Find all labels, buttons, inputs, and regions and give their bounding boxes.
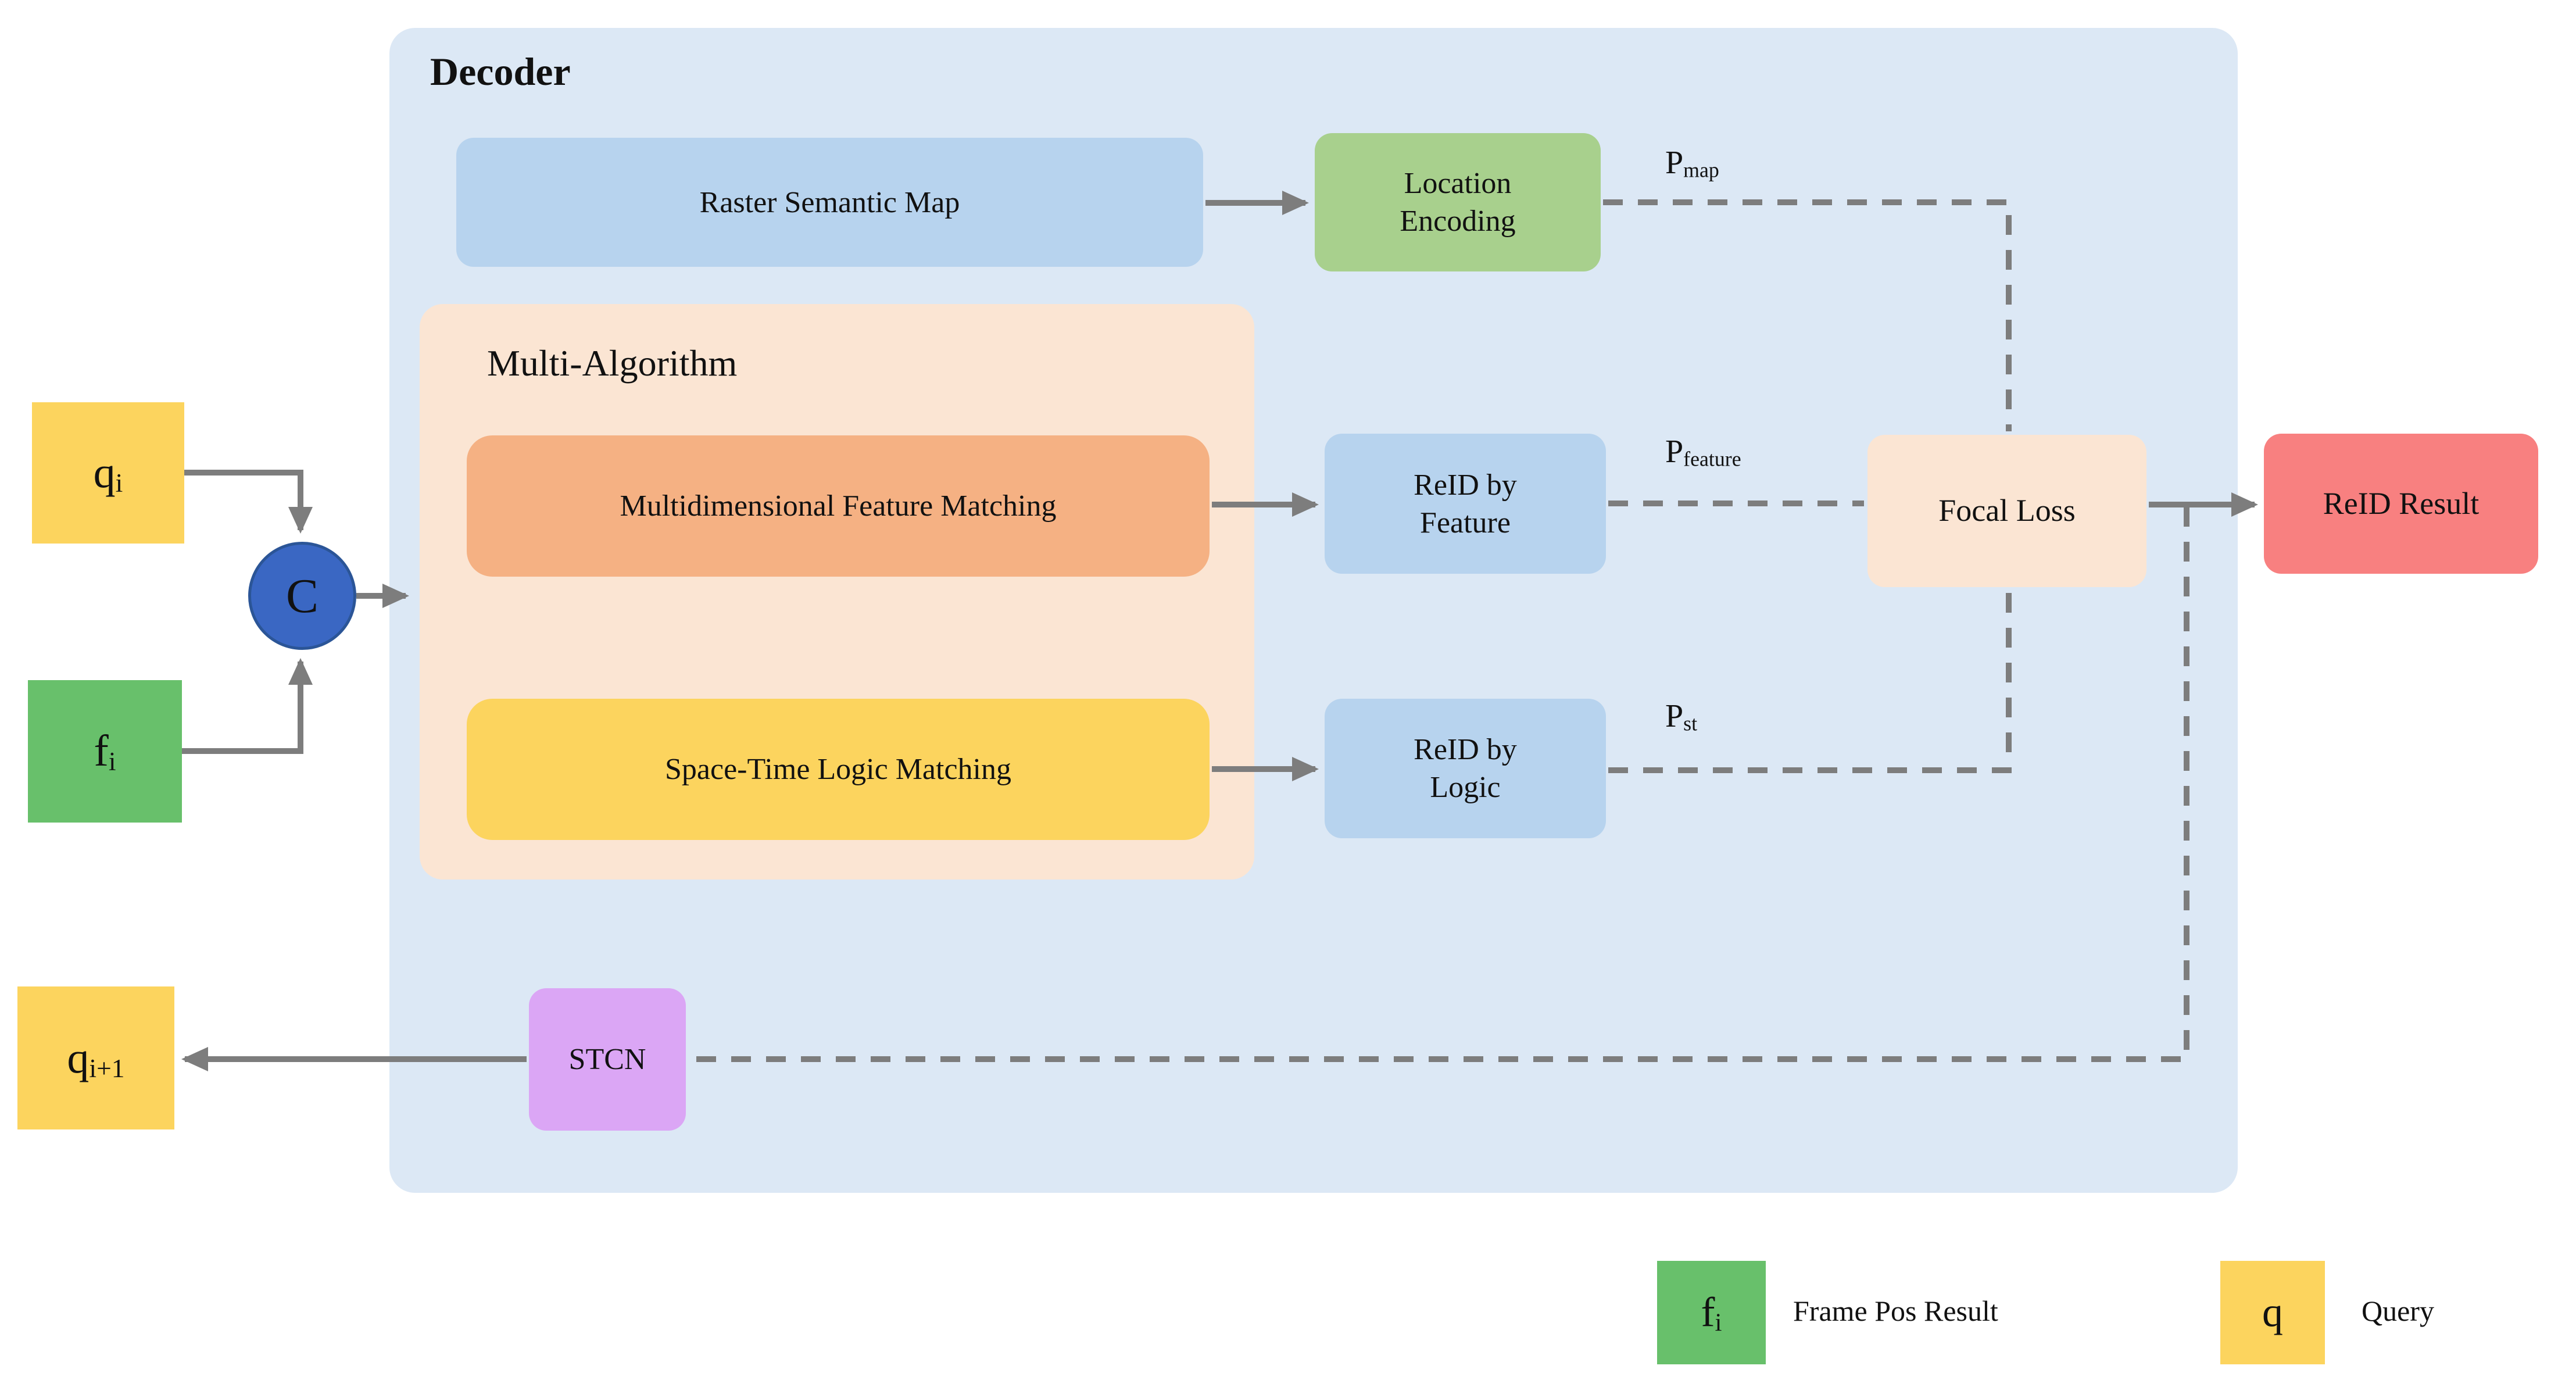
node-label: Raster Semantic Map: [699, 185, 960, 219]
node-label: Multidimensional Feature Matching: [620, 489, 1057, 523]
node-raster-semantic-map: Raster Semantic Map: [456, 138, 1203, 267]
node-label-line1: ReID by: [1414, 733, 1517, 766]
symbol: qi+1: [67, 1031, 124, 1086]
p-sub: map: [1683, 158, 1719, 182]
p-sub: st: [1683, 712, 1698, 735]
node-query-qi: qi: [32, 402, 184, 544]
p-base: P: [1665, 145, 1684, 181]
legend-swatch-query: q: [2220, 1261, 2325, 1364]
symbol-sub: i+1: [89, 1053, 125, 1083]
node-reid-result: ReID Result: [2264, 434, 2538, 574]
node-label-line2: Feature: [1420, 506, 1511, 539]
node-frame-pos-fi: fi: [28, 680, 182, 823]
symbol: fi: [94, 724, 116, 779]
node-label: STCN: [568, 1043, 646, 1076]
node-focal-loss: Focal Loss: [1867, 435, 2146, 587]
node-label: ReID Result: [2323, 485, 2480, 521]
legend-symbol: fi: [1701, 1288, 1722, 1337]
symbol-sub: i: [1715, 1309, 1722, 1336]
multi-algorithm-title: Multi-Algorithm: [487, 342, 738, 384]
node-space-time-logic-matching: Space-Time Logic Matching: [467, 699, 1210, 840]
symbol-base: q: [93, 448, 116, 497]
node-query-qi1: qi+1: [17, 986, 174, 1129]
node-label: Space-Time Logic Matching: [665, 753, 1011, 786]
arrow-qi-to-concat: [184, 470, 313, 534]
symbol: qi: [94, 445, 123, 501]
p-base: P: [1665, 434, 1684, 470]
node-stcn: STCN: [529, 988, 686, 1131]
dashed-pst-to-focal: [1608, 591, 2012, 773]
label-p-map: Pmap: [1665, 144, 1719, 182]
legend-symbol: q: [2262, 1288, 2283, 1337]
symbol-sub: i: [115, 468, 123, 498]
node-label-line2: Encoding: [1400, 205, 1516, 238]
node-reid-by-feature: ReID by Feature: [1325, 434, 1606, 574]
node-label-line2: Logic: [1430, 771, 1501, 804]
node-concat-circle: C: [248, 542, 356, 650]
symbol-base: q: [2262, 1289, 2283, 1336]
node-multidimensional-feature-matching: Multidimensional Feature Matching: [467, 435, 1210, 577]
symbol-base: f: [94, 727, 109, 775]
p-sub: feature: [1683, 447, 1741, 471]
node-label: C: [285, 569, 319, 623]
legend-swatch-frame-pos: fi: [1657, 1261, 1766, 1364]
legend-label-query: Query: [2362, 1295, 2434, 1327]
node-label-line1: Location: [1404, 167, 1512, 200]
arrow-fi-to-concat: [182, 658, 313, 754]
legend: fi Frame Pos Result q Query: [0, 1221, 2576, 1387]
legend-label-frame-pos: Frame Pos Result: [1793, 1295, 1998, 1327]
label-p-feature: Pfeature: [1665, 433, 1741, 471]
p-base: P: [1665, 698, 1684, 734]
decoder-title: Decoder: [430, 49, 571, 94]
dashed-feedback-to-stcn: [689, 507, 2189, 1062]
node-label: Focal Loss: [1938, 493, 2076, 528]
symbol-sub: i: [108, 746, 116, 777]
symbol-base: q: [67, 1033, 90, 1082]
node-location-encoding: Location Encoding: [1315, 133, 1601, 271]
label-p-st: Pst: [1665, 698, 1697, 735]
dashed-pmap-to-focal: [1603, 199, 2012, 431]
node-label-line1: ReID by: [1414, 468, 1517, 502]
symbol-base: f: [1701, 1289, 1715, 1336]
node-reid-by-logic: ReID by Logic: [1325, 699, 1606, 838]
